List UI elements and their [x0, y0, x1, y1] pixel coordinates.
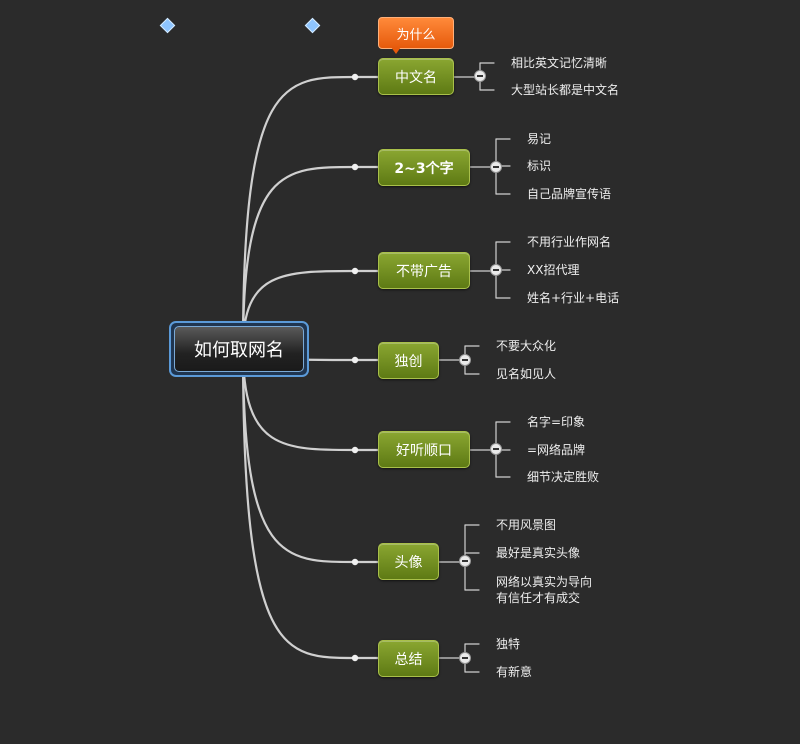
connector-dot [351, 356, 359, 364]
branch-two-three-chars[interactable]: 2~3个字 [378, 149, 470, 186]
callout-why[interactable]: 为什么 [378, 17, 454, 49]
branch-summary[interactable]: 总结 [378, 640, 439, 677]
leaf-topic[interactable]: =网络品牌 [527, 443, 586, 457]
root-topic[interactable]: 如何取网名 [169, 321, 309, 377]
branch-connector [241, 347, 380, 660]
leaf-topic[interactable]: 自己品牌宣传语 [527, 187, 612, 201]
collapse-minus-icon[interactable] [459, 354, 471, 366]
connector-dot [351, 446, 359, 454]
leaf-topic[interactable]: XX招代理 [527, 263, 580, 277]
leaf-topic[interactable]: 名字=印象 [527, 415, 586, 429]
branch-original[interactable]: 独创 [378, 342, 439, 379]
collapse-minus-icon[interactable] [459, 555, 471, 567]
collapse-minus-icon[interactable] [474, 70, 486, 82]
branch-connector [241, 75, 380, 351]
leaf-topic[interactable]: 不要大众化 [496, 339, 557, 353]
leaf-topic[interactable]: 姓名+行业+电话 [527, 291, 620, 305]
leaf-topic[interactable]: 标识 [527, 159, 552, 173]
leaf-line: 有信任才有成交 [496, 591, 581, 605]
leaf-topic[interactable]: 细节决定胜败 [527, 470, 600, 484]
branch-chinese-name[interactable]: 中文名 [378, 58, 454, 95]
connector-dot [351, 267, 359, 275]
leaf-topic[interactable]: 见名如见人 [496, 367, 557, 381]
branch-avatar[interactable]: 头像 [378, 543, 439, 580]
connector-dot [351, 163, 359, 171]
collapse-minus-icon[interactable] [490, 443, 502, 455]
root-topic-title: 如何取网名 [174, 326, 304, 372]
connector-dot [351, 73, 359, 81]
callout-tail [391, 47, 401, 54]
branch-connector [241, 165, 380, 351]
leaf-topic[interactable]: 大型站长都是中文名 [511, 83, 620, 97]
connector-dot [351, 558, 359, 566]
leaf-topic[interactable]: 不用风景图 [496, 518, 557, 532]
leaf-line: 网络以真实为导向 [496, 575, 593, 589]
branch-connector [241, 347, 380, 452]
collapse-minus-icon[interactable] [490, 161, 502, 173]
collapse-minus-icon[interactable] [490, 264, 502, 276]
leaf-topic[interactable]: 有新意 [496, 665, 533, 679]
connector-dot [351, 654, 359, 662]
leaf-topic[interactable]: 独特 [496, 637, 521, 651]
branch-connector [241, 347, 380, 564]
leaf-topic[interactable]: 不用行业作网名 [527, 235, 612, 249]
collapse-minus-icon[interactable] [459, 652, 471, 664]
leaf-topic[interactable]: 相比英文记忆清晰 [511, 56, 608, 70]
leaf-topic-multiline[interactable]: 网络以真实为导向 有信任才有成交 [496, 574, 592, 606]
leaf-topic[interactable]: 易记 [527, 132, 552, 146]
branch-no-ads[interactable]: 不带广告 [378, 252, 470, 289]
leaf-topic[interactable]: 最好是真实头像 [496, 546, 581, 560]
branch-catchy[interactable]: 好听顺口 [378, 431, 470, 468]
